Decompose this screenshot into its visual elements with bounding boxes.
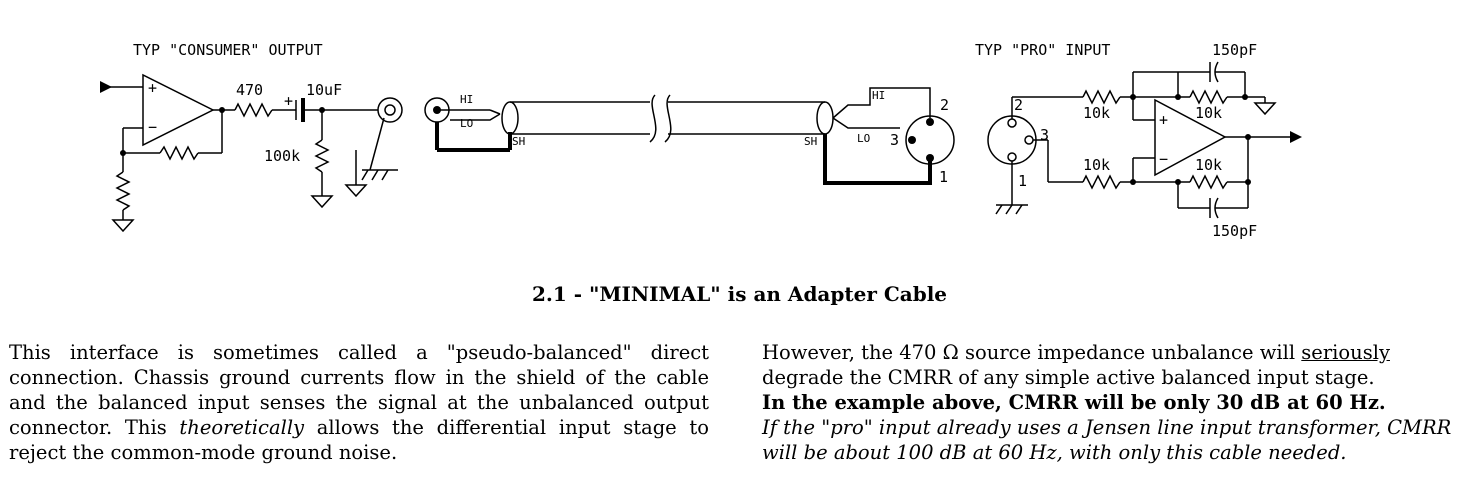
pro-input-label: TYP "PRO" INPUT <box>975 41 1110 59</box>
figure-caption: 2.1 - "MINIMAL" is an Adapter Cable <box>531 282 948 306</box>
lo-left-label: LO <box>460 117 473 130</box>
right-paragraph: However, the 470 Ω source impedance unba… <box>762 340 1472 465</box>
output-arrow <box>1290 131 1302 143</box>
right-text-bold: In the example above, CMRR will be only … <box>762 391 1386 414</box>
input-arrow <box>100 81 143 93</box>
c10uf-plus: + <box>284 92 293 110</box>
r-fb-bot-label: 10k <box>1195 156 1222 174</box>
r100k <box>314 139 330 173</box>
hi-left-label: HI <box>460 93 473 106</box>
pro-opamp-plus: + <box>1159 111 1168 129</box>
c-fb-top-label: 150pF <box>1212 41 1257 59</box>
xlr-plug-pin2: 2 <box>940 96 949 114</box>
xlr-plug-pin1: 1 <box>939 168 948 186</box>
pro-opamp <box>1154 98 1227 177</box>
left-text-part1: This interface is sometimes called a "ps… <box>9 341 709 439</box>
consumer-opamp-plus: + <box>148 79 157 97</box>
c-fb-bot-label: 150pF <box>1212 222 1257 240</box>
r470 <box>234 102 273 118</box>
xlr-jack <box>987 115 1037 165</box>
xlr-jack-pin2: 2 <box>1014 96 1023 114</box>
c10uf-label: 10uF <box>306 81 342 99</box>
consumer-output-label: TYP "CONSUMER" OUTPUT <box>133 41 323 59</box>
cable <box>501 94 834 143</box>
rca-jack <box>361 97 403 181</box>
lo-right-label: LO <box>857 132 870 145</box>
r-in-bot <box>1082 174 1121 190</box>
right-text-part1: However, the 470 Ω source impedance unba… <box>762 341 1302 364</box>
xlr-jack-pin1: 1 <box>1018 172 1027 190</box>
consumer-opamp <box>142 73 215 147</box>
right-text-underline: seriously <box>1301 341 1390 364</box>
right-paragraph-text: However, the 470 Ω source impedance unba… <box>762 340 1472 390</box>
sh-left-label: SH <box>512 135 525 148</box>
r-fb-top-label: 10k <box>1195 104 1222 122</box>
r-fb-top <box>1189 89 1228 105</box>
xlr-jack-pin3: 3 <box>1040 126 1049 144</box>
left-paragraph-text: This interface is sometimes called a "ps… <box>9 340 709 465</box>
r-in-bot-label: 10k <box>1083 156 1110 174</box>
r-fb-bot <box>1189 174 1228 190</box>
c10uf <box>295 98 305 122</box>
consumer-opamp-minus: − <box>148 118 157 136</box>
r-in-top-label: 10k <box>1083 104 1110 122</box>
r470-label: 470 <box>236 81 263 99</box>
left-paragraph: This interface is sometimes called a "ps… <box>9 340 709 465</box>
consumer-feedback <box>111 107 225 233</box>
left-text-end: allows the differential input stage to r… <box>9 416 709 464</box>
sh-right-label: SH <box>804 135 817 148</box>
xlr-plug-pin3: 3 <box>890 131 899 149</box>
pro-opamp-minus: − <box>1159 150 1168 168</box>
left-text-italic: theoretically <box>179 416 305 439</box>
r100k-label: 100k <box>264 147 300 165</box>
right-text-italic: If the "pro" input already uses a Jensen… <box>762 416 1452 464</box>
schematic-diagram: TYP "CONSUMER" OUTPUT + − 470 + 10uF <box>100 41 1302 240</box>
right-text-end: degrade the CMRR of any simple active ba… <box>762 366 1375 389</box>
rca-plug <box>424 97 512 152</box>
xlr-plug <box>905 115 955 165</box>
hi-right-label: HI <box>872 89 885 102</box>
r-in-top <box>1082 89 1121 105</box>
